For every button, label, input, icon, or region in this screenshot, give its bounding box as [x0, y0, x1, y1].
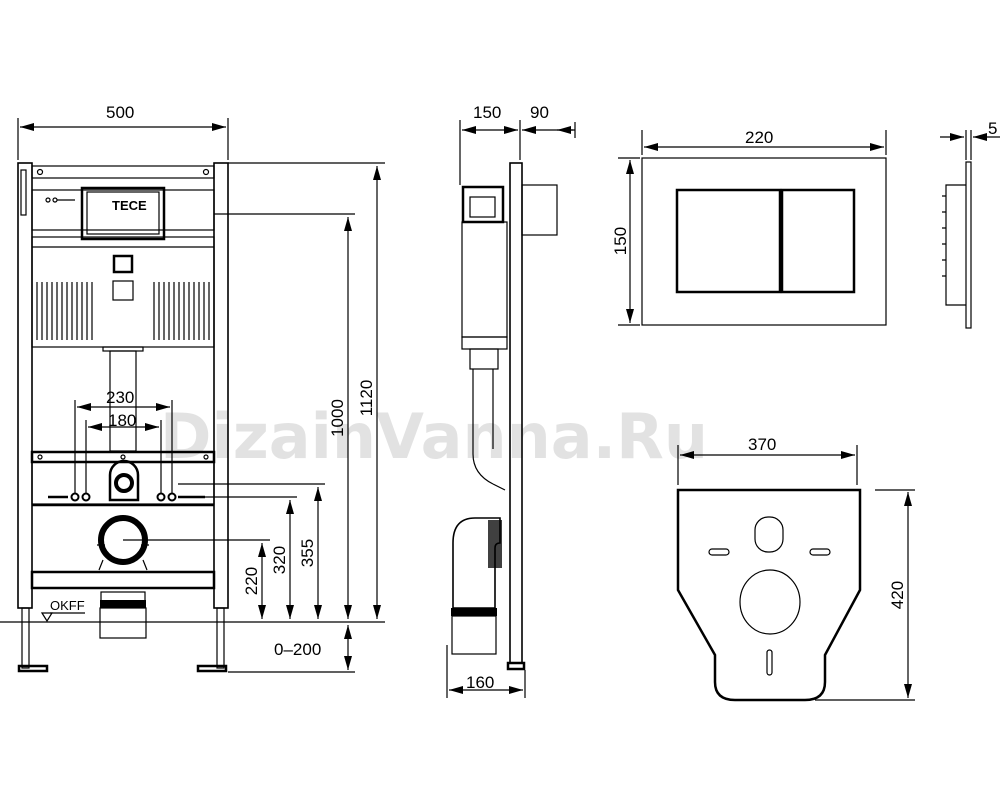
total-height-dimension: 1120 [357, 380, 376, 417]
width-dimension: 500 [106, 103, 134, 122]
side-depth-dimension: 150 [473, 103, 501, 122]
cistern-brand-text: TECE [112, 198, 147, 213]
plate-side-profile [965, 161, 972, 329]
plate-offset-dimension: 90 [530, 103, 549, 122]
left-leg [21, 607, 30, 669]
drain-height-dimension: 220 [242, 567, 261, 595]
sound-gasket-view: 370 420 [676, 435, 915, 702]
flush-plate [641, 157, 887, 326]
side-view: 150 90 160 [446, 103, 576, 698]
leg-adjust-dimension: 0–200 [274, 640, 321, 659]
flush-plate-view: 220 150 5 [611, 119, 1000, 329]
frame-height-dimension: 1000 [328, 399, 347, 437]
sound-gasket [676, 488, 862, 702]
bolt-height-dimension: 355 [298, 539, 317, 567]
actuator-box [521, 184, 558, 236]
flush-button-large [675, 188, 782, 294]
front-view: TECE OKFF [0, 103, 385, 673]
plate-height-dimension: 150 [611, 227, 630, 255]
floor-level-label: OKFF [50, 598, 85, 613]
cistern-body [31, 236, 215, 348]
actuation-opening [112, 254, 134, 274]
plate-thickness-dimension: 5 [988, 119, 997, 138]
watermark: DizainVanna.Ru [160, 400, 708, 473]
gasket-width-dimension: 370 [748, 435, 776, 454]
right-post [213, 162, 229, 609]
gasket-height-dimension: 420 [888, 581, 907, 609]
left-post [17, 162, 33, 609]
side-cistern [461, 221, 508, 338]
right-leg [216, 607, 225, 669]
drain-depth-dimension: 160 [466, 673, 494, 692]
plate-width-dimension: 220 [745, 128, 773, 147]
cistern-valve-box [80, 186, 166, 241]
flush-button-small [780, 188, 856, 294]
water-inlet-dimension: 320 [270, 546, 289, 574]
bolt-spacing-inner-dimension: 180 [108, 411, 136, 430]
bolt-spacing-outer-dimension: 230 [106, 388, 134, 407]
